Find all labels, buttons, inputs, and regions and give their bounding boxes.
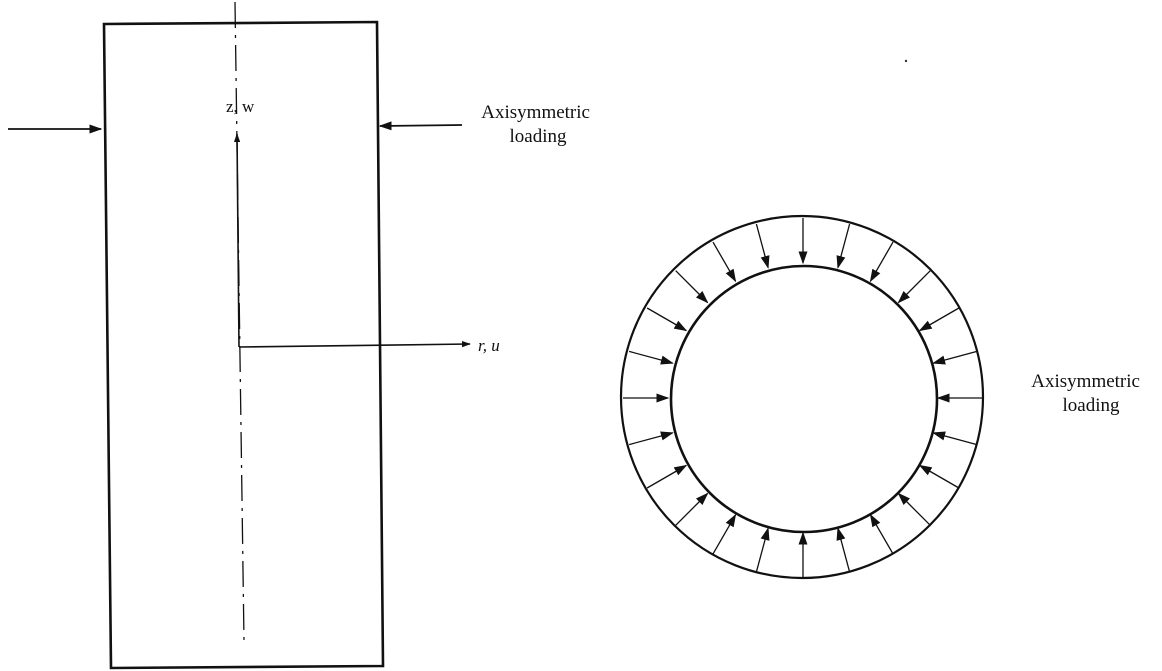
right-loading-label-line2: loading: [1063, 395, 1120, 416]
radial-load-arrow: [869, 242, 894, 283]
outer-circle: [621, 216, 983, 578]
radial-arrow-group: [623, 218, 983, 578]
radial-load-arrow: [713, 513, 737, 554]
radial-load-arrow: [932, 351, 977, 365]
radial-load-arrow: [713, 242, 737, 283]
radial-load-arrow: [629, 431, 674, 445]
radial-load-arrow: [647, 308, 688, 332]
radial-load-arrow: [897, 271, 931, 304]
radial-load-arrow: [676, 492, 709, 526]
radial-load-arrow: [869, 513, 894, 554]
radial-load-arrow: [932, 431, 977, 445]
radial-load-arrow: [836, 527, 850, 572]
z-axis-label: z, w: [226, 97, 255, 116]
radial-load-arrow: [836, 224, 850, 269]
cylinder-section-view: z, w r, u Axisymmetric loading: [8, 2, 908, 668]
cylinder-outline: [104, 22, 383, 668]
r-axis-label: r, u: [478, 336, 500, 355]
radial-load-arrow: [918, 464, 959, 489]
radial-load-arrow: [629, 351, 674, 365]
radial-load-arrow: [756, 224, 770, 269]
radial-load-arrow: [676, 271, 709, 304]
right-loading-label-line1: Axisymmetric: [1031, 371, 1140, 392]
radial-load-arrow: [897, 492, 931, 526]
left-loading-label-line1: Axisymmetric: [481, 102, 590, 123]
inner-circle: [671, 266, 937, 532]
ring-cross-section-view: Axisymmetric loading: [621, 216, 1144, 578]
right-loading-label: Axisymmetric loading: [1031, 371, 1144, 416]
speck: [904, 59, 908, 63]
load-arrow-right: [378, 121, 462, 131]
z-axis-arrow: [233, 133, 241, 347]
r-axis-arrow: [239, 340, 471, 347]
radial-load-arrow: [756, 527, 770, 572]
left-loading-label-line2: loading: [510, 126, 567, 147]
radial-load-arrow: [918, 308, 959, 332]
left-loading-label: Axisymmetric loading: [481, 102, 594, 147]
radial-load-arrow: [647, 464, 688, 489]
